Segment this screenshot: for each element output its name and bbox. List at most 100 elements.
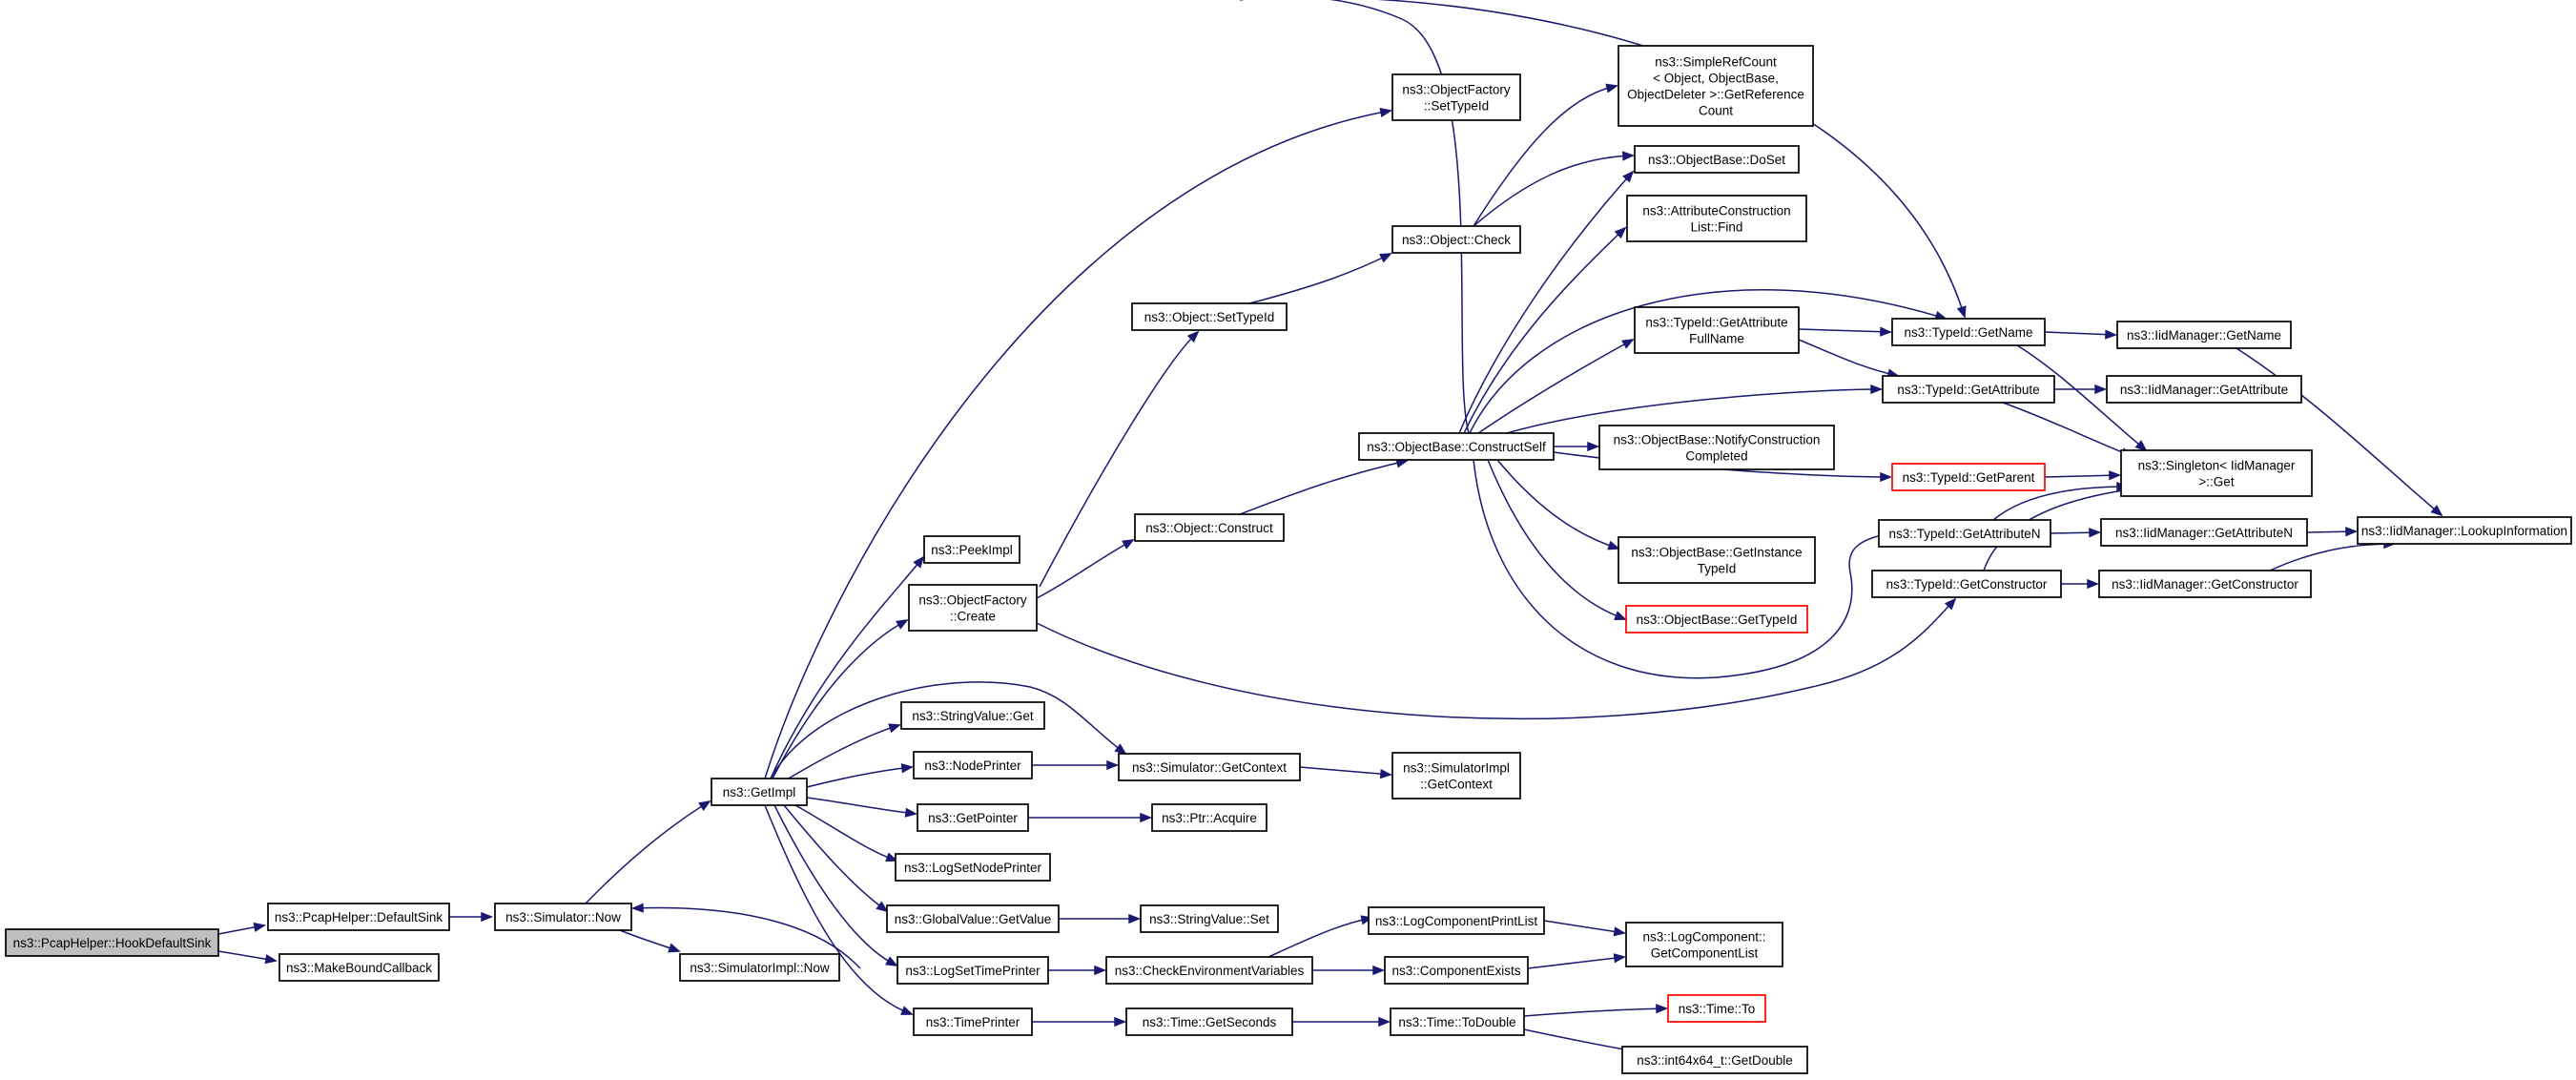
function-node-globalvalueget[interactable]: ns3::GlobalValue::GetValue	[886, 904, 1060, 933]
function-node-doset[interactable]: ns3::ObjectBase::DoSet	[1634, 145, 1800, 174]
function-node-compexists[interactable]: ns3::ComponentExists	[1384, 956, 1529, 985]
node-label-line: ns3::PcapHelper::DefaultSink	[275, 910, 443, 924]
function-node-notifyconstruction[interactable]: ns3::ObjectBase::NotifyConstructionCompl…	[1598, 425, 1835, 470]
function-node-iidgetattribute[interactable]: ns3::IidManager::GetAttribute	[2106, 375, 2302, 404]
function-node-objconstruct[interactable]: ns3::Object::Construct	[1134, 513, 1285, 542]
call-edge-to-doset	[1473, 155, 1634, 227]
node-label-line: ns3::LogComponent::	[1642, 930, 1765, 945]
node-label-line: ns3::AttributeConstruction	[1642, 204, 1790, 218]
node-box	[1618, 45, 1814, 127]
function-node-ptracquire[interactable]: ns3::Ptr::Acquire	[1151, 803, 1267, 832]
function-node-makeboundcallback[interactable]: ns3::MakeBoundCallback	[278, 953, 440, 982]
function-node-timegetseconds[interactable]: ns3::Time::GetSeconds	[1125, 1007, 1293, 1036]
call-edge-to-timeto	[1523, 1007, 1667, 1017]
node-label-line: ns3::Ptr::Acquire	[1162, 811, 1257, 825]
function-node-getpointer[interactable]: ns3::GetPointer	[917, 803, 1029, 832]
node-label-line: ns3::Time::To	[1679, 1002, 1756, 1016]
node-box	[1390, 1007, 1525, 1036]
edge-arrowhead-singletonget	[2109, 470, 2122, 481]
function-node-getimpl[interactable]: ns3::GetImpl	[711, 778, 808, 806]
function-node-checkenv[interactable]: ns3::CheckEnvironmentVariables	[1105, 956, 1313, 985]
edge-arrowhead-iidgetconstructor	[2087, 578, 2100, 590]
edge-arrowhead-attrconstructionfind	[1614, 226, 1627, 239]
function-node-logsettimeprinter[interactable]: ns3::LogSetTimePrinter	[896, 956, 1049, 985]
call-edge-to-getpointer	[806, 797, 917, 815]
function-node-timeto[interactable]: ns3::Time::To	[1667, 994, 1766, 1023]
node-label-line: ns3::IidManager::LookupInformation	[2361, 524, 2567, 538]
edge-arrowhead-objcheck	[1379, 253, 1392, 263]
function-node-stringvalueset[interactable]: ns3::StringValue::Set	[1140, 904, 1279, 933]
node-label-line: ns3::ObjectBase::NotifyConstruction	[1614, 433, 1821, 447]
function-node-objcheck[interactable]: ns3::Object::Check	[1391, 225, 1521, 254]
function-node-iidgetname[interactable]: ns3::IidManager::GetName	[2116, 321, 2292, 349]
node-box	[1621, 1046, 1808, 1074]
function-node-hookdefaultsink[interactable]: ns3::PcapHelper::HookDefaultSink	[5, 928, 219, 957]
function-node-typeidgetparent[interactable]: ns3::TypeId::GetParent	[1891, 463, 2046, 491]
call-edge-to-singletonget	[1992, 486, 2128, 521]
call-edge-to-typeidgetattribute	[1798, 339, 1899, 377]
function-node-constructself[interactable]: ns3::ObjectBase::ConstructSelf	[1358, 432, 1555, 461]
function-node-defaultsink[interactable]: ns3::PcapHelper::DefaultSink	[267, 903, 450, 931]
function-node-singletonget[interactable]: ns3::Singleton< IidManager>::Get	[2120, 449, 2313, 497]
function-node-int64getdouble[interactable]: ns3::int64x64_t::GetDouble	[1621, 1046, 1808, 1074]
edge-arrowhead-defaultsink	[253, 922, 266, 932]
node-box	[2100, 518, 2308, 547]
function-node-timetodouble[interactable]: ns3::Time::ToDouble	[1390, 1007, 1525, 1036]
function-node-logcompprintlist[interactable]: ns3::LogComponentPrintList	[1368, 906, 1545, 935]
function-node-simimplnow[interactable]: ns3::SimulatorImpl::Now	[679, 953, 840, 982]
node-label-line: ns3::SimulatorImpl::Now	[690, 961, 830, 975]
function-node-iidlookup[interactable]: ns3::IidManager::LookupInformation	[2357, 516, 2572, 545]
node-label-line: ns3::TypeId::GetName	[1904, 325, 2032, 340]
call-edge-to-getimpl	[585, 800, 711, 904]
call-edge-to-singletonget	[2002, 402, 2133, 457]
function-node-objsettypeid[interactable]: ns3::Object::SetTypeId	[1131, 302, 1288, 331]
function-node-logsetnodeprinter[interactable]: ns3::LogSetNodePrinter	[895, 853, 1051, 882]
function-node-nodeprinter[interactable]: ns3::NodePrinter	[913, 751, 1033, 779]
function-node-simimplgetcontext[interactable]: ns3::SimulatorImpl::GetContext	[1391, 752, 1521, 800]
function-node-getrefcount[interactable]: ns3::SimpleRefCount< Object, ObjectBase,…	[1618, 45, 1814, 127]
function-node-ofcreate[interactable]: ns3::ObjectFactory::Create	[908, 584, 1038, 632]
node-box	[1618, 536, 1816, 584]
function-node-typeidgetname[interactable]: ns3::TypeId::GetName	[1891, 318, 2046, 346]
function-node-ofsettypeid[interactable]: ns3::ObjectFactory::SetTypeId	[1391, 73, 1521, 121]
call-edge-to-iidlookup	[2269, 543, 2395, 571]
function-node-simnow[interactable]: ns3::Simulator::Now	[494, 903, 632, 931]
node-label-line: ::SetTypeId	[1424, 99, 1489, 114]
edge-arrowhead-makeboundcallback	[264, 954, 278, 965]
edge-arrowhead-getrefcount	[1605, 83, 1618, 93]
function-node-objbasegettypeid[interactable]: ns3::ObjectBase::GetTypeId	[1625, 605, 1808, 633]
function-node-iidgetconstructor[interactable]: ns3::IidManager::GetConstructor	[2098, 570, 2312, 598]
call-edge-to-doset	[1458, 171, 1634, 434]
node-label-line: ns3::MakeBoundCallback	[286, 961, 432, 975]
function-node-timeprinter[interactable]: ns3::TimePrinter	[913, 1007, 1033, 1036]
node-label-line: ObjectDeleter >::GetReference	[1627, 88, 1804, 102]
call-edge-to-objcheck	[1248, 253, 1391, 304]
function-node-simgetcontext[interactable]: ns3::Simulator::GetContext	[1118, 753, 1301, 781]
node-label-line: ns3::PeekImpl	[931, 543, 1013, 557]
node-label-line: ns3::PcapHelper::HookDefaultSink	[13, 936, 212, 950]
function-node-typeidgetattribute[interactable]: ns3::TypeId::GetAttribute	[1882, 375, 2055, 404]
node-box	[896, 956, 1049, 985]
node-label-line: ns3::SimulatorImpl	[1403, 761, 1510, 776]
function-node-iidgetattributen[interactable]: ns3::IidManager::GetAttributeN	[2100, 518, 2308, 547]
function-node-stringvalueget[interactable]: ns3::StringValue::Get	[900, 701, 1045, 730]
call-edge-to-simgetcontext	[770, 681, 1126, 779]
node-label-line: ns3::TypeId::GetConstructor	[1886, 577, 2048, 592]
edge-arrowhead-objbasegettypeid	[1614, 611, 1627, 620]
call-edge-to-iidgetname	[2044, 331, 2116, 336]
node-label-line: ns3::ObjectFactory	[918, 593, 1027, 608]
function-node-typeidgetconstructor[interactable]: ns3::TypeId::GetConstructor	[1871, 570, 2062, 598]
function-node-typeidgetattributen[interactable]: ns3::TypeId::GetAttributeN	[1878, 519, 2051, 548]
function-node-getcomponentlist[interactable]: ns3::LogComponent::GetComponentList	[1625, 922, 1783, 967]
call-edge-to-peekimpl	[770, 556, 924, 779]
call-edge-to-singletonget	[1983, 488, 2137, 571]
node-label-line: < Object, ObjectBase,	[1653, 72, 1779, 86]
call-edge-to-typeidgetname	[1468, 289, 1947, 436]
node-box	[1891, 318, 2046, 346]
node-box	[1878, 519, 2051, 548]
call-edge-to-simimplgetcontext	[1299, 766, 1391, 776]
function-node-peekimpl[interactable]: ns3::PeekImpl	[923, 535, 1020, 564]
